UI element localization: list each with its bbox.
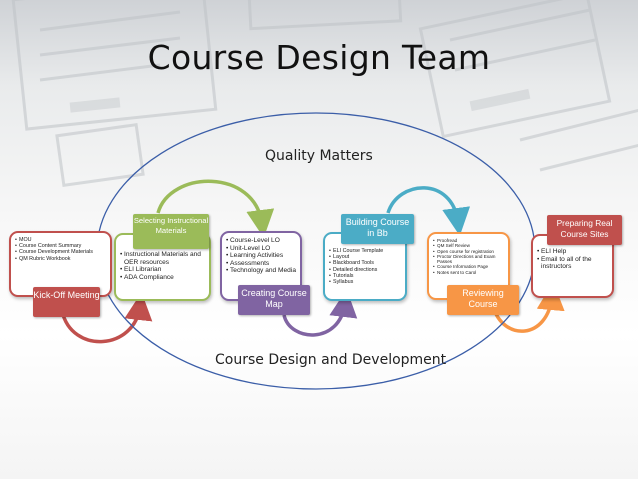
arc-selecting-to-map [156, 179, 275, 238]
creating-course-map-label: Creating Course Map [238, 285, 310, 315]
list-item: Course Information Page [433, 264, 505, 270]
list-item: MOU [15, 237, 107, 243]
kickoff-meeting-label: Kick-Off Meeting [33, 287, 100, 317]
arc-map-to-building [282, 289, 358, 337]
list-item: ELI Course Template [329, 248, 402, 254]
list-item: Learning Activities [226, 252, 297, 260]
arc-reviewing-to-preparing [491, 282, 565, 333]
list-item: Detailed directions [329, 267, 402, 273]
list-item: ADA Compliance [120, 274, 206, 282]
kickoff-box: MOU Course Content Summary Course Develo… [9, 231, 112, 297]
list-item: Syllabus [329, 279, 402, 285]
list-item: Email to all of the instructors [537, 256, 609, 271]
preparing-sites-label: Preparing Real Course Sites [547, 215, 622, 245]
list-item: Course Development Materials [15, 249, 107, 255]
arc-kickoff-to-selecting [60, 292, 153, 344]
selecting-materials-label: Selecting Instructional Materials [133, 214, 209, 249]
list-item: Open course for registration [433, 249, 505, 255]
list-item: Technology and Media [226, 267, 297, 275]
list-item: Course-Level LO [226, 237, 297, 245]
list-item: Proctor Directions and Exam Passes [433, 254, 505, 265]
list-item: Proofread [433, 238, 505, 244]
list-item: Assessments [226, 260, 297, 268]
arc-building-to-reviewing [386, 186, 471, 236]
list-item: ELI Librarian [120, 266, 206, 274]
list-item: Unit-Level LO [226, 245, 297, 253]
list-item: Notes sent to Carol [433, 270, 505, 276]
reviewing-course-label: Reviewing Course [447, 285, 519, 315]
list-item: QM Rubric Workbook [15, 256, 107, 262]
list-item: QM Self Review [433, 243, 505, 249]
course-design-development-label: Course Design and Development [215, 352, 447, 368]
building-course-label: Building Course in Bb [341, 214, 414, 244]
list-item: Course Content Summary [15, 243, 107, 249]
page-title: Course Design Team [147, 38, 491, 77]
list-item: Blackboard Tools [329, 260, 402, 266]
list-item: Instructional Materials and OER resource… [120, 251, 206, 266]
list-item: Layout [329, 254, 402, 260]
list-item: Tutorials [329, 273, 402, 279]
quality-matters-label: Quality Matters [265, 148, 373, 164]
list-item: ELI Help [537, 248, 609, 256]
